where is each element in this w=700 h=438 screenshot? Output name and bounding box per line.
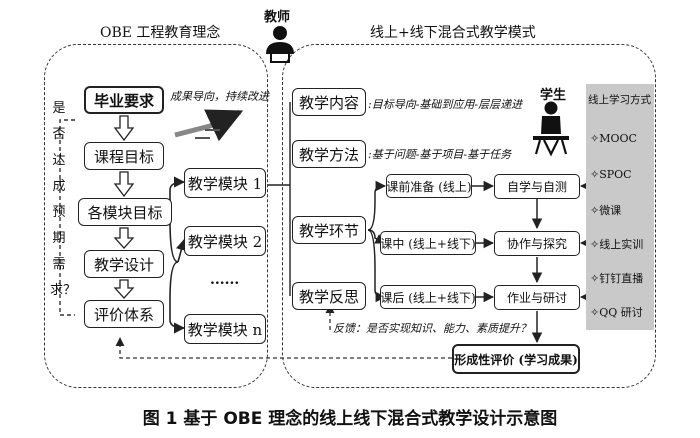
link-stage-post [367,229,387,303]
step-arrows [113,115,135,299]
step-module-objectives: 各模块目标 [78,198,172,226]
online-method-microlecture: ✧微课 [590,204,622,217]
step-course-objectives: 课程目标 [84,142,164,170]
formative-evaluation: 形成性评价 (学习成果) [452,344,580,374]
category-teaching-content: 教学内容 [292,88,366,116]
online-method-mooc: ✧MOOC [590,132,637,145]
teacher-label: 教师 [264,10,291,25]
student-icon [533,101,569,157]
link-stage-pre [367,180,387,231]
stage-in-class: 课中 (线上+线下) [380,231,476,255]
teacher-icon [266,26,294,63]
activity-self-study: 自学与自测 [494,174,580,199]
obe-annotation: 成果导向，持续改进 [170,90,269,103]
obe-title: OBE 工程教育理念 [100,25,221,41]
category-teaching-reflection: 教学反思 [292,282,366,310]
teaching-module-ellipsis: ...... [210,272,240,288]
step-evaluation-system: 评价体系 [84,300,164,328]
teaching-module-n: 教学模块 n [184,314,266,344]
stage-post-class: 课后 (线上+线下) [380,285,476,309]
blended-title: 线上+线下混合式教学模式 [370,25,536,41]
method-note: :基于问题-基于项目-基于任务 [368,148,512,161]
online-methods-title: 线上学习方式 [588,94,651,106]
online-methods-panel: 线上学习方式 ✧MOOC ✧SPOC ✧微课 ✧线上实训 ✧钉钉直播 ✧QQ 研… [586,84,654,330]
evaluation-return-arrow [115,337,452,359]
content-note: :目标导向-基础到应用-层层递进 [368,98,523,111]
category-teaching-method: 教学方法 [292,140,366,168]
achievement-question: 是否达成预期需求？ [50,101,77,298]
figure-caption: 图 1 基于 OBE 理念的线上线下混合式教学设计示意图 [142,409,558,429]
bracket-to-module-2 [175,238,187,263]
trend-arrow-icon [174,109,244,142]
teaching-module-2: 教学模块 2 [184,226,266,256]
blended-teaching-panel [282,44,656,388]
online-method-qq: ✧QQ 研讨 [590,306,643,319]
activity-homework: 作业与研讨 [494,285,580,310]
feedback-note: 反馈：是否实现知识、能力、素质提升？ [333,322,531,335]
stage-pre-class: 课前准备 (线上) [386,174,472,198]
online-method-training: ✧线上实训 [590,238,644,251]
category-teaching-stages: 教学环节 [292,216,366,244]
step-graduation-requirements: 毕业要求 [84,86,164,114]
online-method-dingtalk: ✧钉钉直播 [590,272,644,285]
online-method-spoc: ✧SPOC [590,168,632,181]
obe-panel [44,44,268,388]
step-teaching-design: 教学设计 [84,250,164,278]
bracket-to-module-n [169,261,186,334]
teaching-module-1: 教学模块 1 [184,168,266,198]
student-label: 学生 [540,88,567,103]
question-bracket [59,119,75,316]
activity-collaboration: 协作与探究 [494,231,580,256]
